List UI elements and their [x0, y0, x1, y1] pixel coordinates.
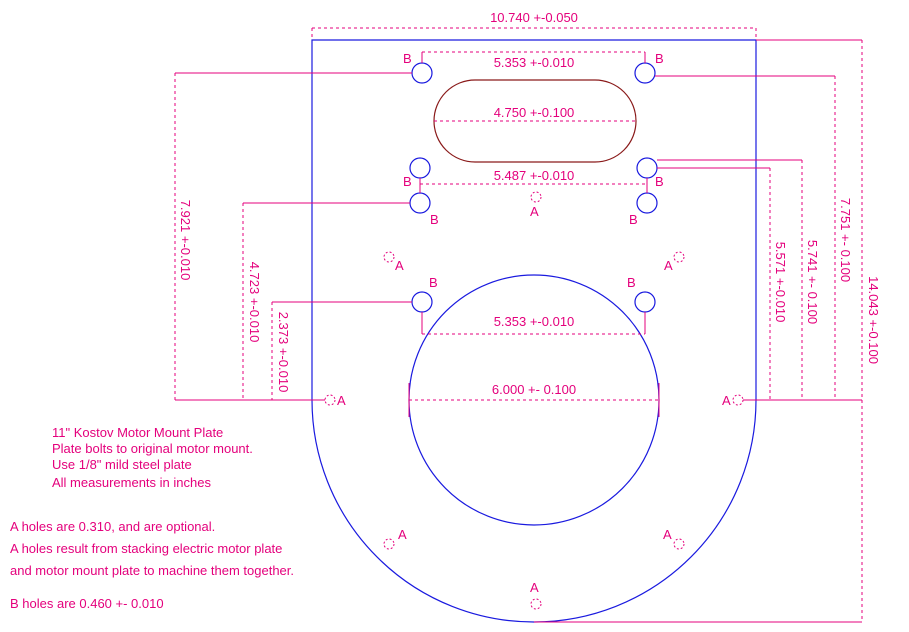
svg-text:A: A	[395, 258, 404, 273]
dim-top-b-spacing: 5.353 +-0.010	[494, 55, 575, 70]
dim-right-5741: 5.741 +- 0.100	[805, 240, 820, 324]
svg-text:B: B	[627, 275, 636, 290]
dim-right-14043: 14.043 +-0.100	[866, 276, 881, 364]
svg-text:A: A	[663, 527, 672, 542]
plate-outline	[311, 39, 757, 623]
svg-text:A: A	[664, 258, 673, 273]
svg-text:All measurements in inches: All measurements in inches	[52, 475, 211, 490]
svg-text:A: A	[530, 204, 539, 219]
svg-text:B: B	[655, 174, 664, 189]
dim-left-2373: 2.373 +-0.010	[276, 312, 291, 393]
svg-text:B: B	[403, 174, 412, 189]
svg-text:B: B	[629, 212, 638, 227]
svg-text:A: A	[722, 393, 731, 408]
b-hole-labels: B B B B B B B B	[403, 51, 664, 290]
dim-overall-width: 10.740 +-0.050	[490, 10, 578, 25]
svg-text:B: B	[429, 275, 438, 290]
dim-low-b-spacing: 5.353 +-0.010	[494, 314, 575, 329]
dim-left-7921: 7.921 +-0.010	[178, 200, 193, 281]
svg-text:A: A	[530, 580, 539, 595]
svg-text:B: B	[655, 51, 664, 66]
dim-mid-b-spacing: 5.487 +-0.010	[494, 168, 575, 183]
dim-right-7751: 7.751 +- 0.100	[838, 198, 853, 282]
dim-right-5571: 5.571 +-0.010	[773, 242, 788, 323]
svg-text:B: B	[430, 212, 439, 227]
a-hole-notes: A holes are 0.310, and are optional. A h…	[10, 519, 294, 578]
svg-text:and motor mount plate to machi: and motor mount plate to machine them to…	[10, 563, 294, 578]
svg-text:A holes are 0.310, and are opt: A holes are 0.310, and are optional.	[10, 519, 215, 534]
svg-text:11" Kostov Motor Mount Plate: 11" Kostov Motor Mount Plate	[52, 425, 223, 440]
svg-text:Use 1/8" mild steel plate: Use 1/8" mild steel plate	[52, 457, 192, 472]
a-hole-labels: A A A A A A A A	[337, 204, 731, 595]
svg-text:A: A	[337, 393, 346, 408]
svg-text:B: B	[403, 51, 412, 66]
dim-left-4723: 4.723 +-0.010	[247, 262, 262, 343]
svg-text:A holes result from stacking e: A holes result from stacking electric mo…	[10, 541, 282, 556]
svg-text:A: A	[398, 527, 407, 542]
b-hole-note: B holes are 0.460 +- 0.010	[10, 596, 164, 611]
dimension-lines	[174, 27, 863, 623]
a-holes	[324, 191, 744, 610]
title-notes: 11" Kostov Motor Mount Plate Plate bolts…	[52, 425, 253, 490]
dim-circle-diameter: 6.000 +- 0.100	[492, 382, 576, 397]
dim-slot-length: 4.750 +-0.100	[494, 105, 575, 120]
svg-text:Plate bolts to original motor: Plate bolts to original motor mount.	[52, 441, 253, 456]
